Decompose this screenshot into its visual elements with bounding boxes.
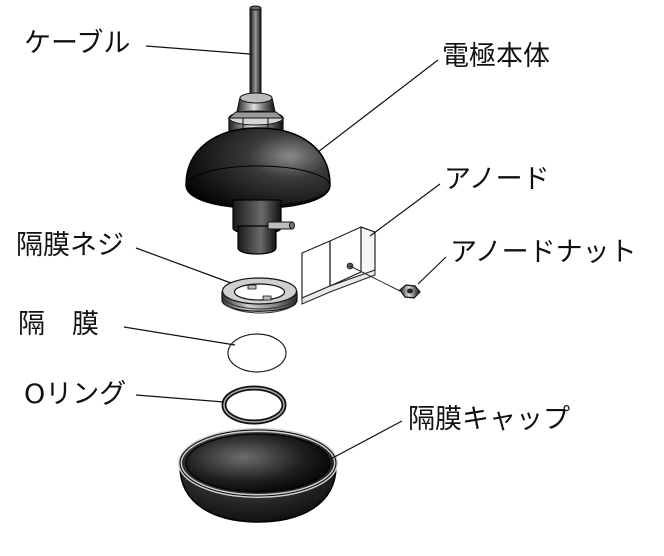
leader-diaphragm-screw	[135, 247, 232, 284]
leader-electrode-body	[317, 59, 439, 153]
o-ring-part	[221, 385, 287, 425]
label-anode-nut: アノードナット	[450, 237, 637, 268]
label-cable: ケーブル	[24, 28, 131, 59]
leader-cable	[145, 45, 251, 55]
label-electrode-body: 電極本体	[442, 41, 550, 72]
cable-gland-part	[227, 92, 285, 133]
anode-part	[301, 226, 405, 305]
leader-diaphragm-cap	[324, 420, 403, 463]
label-diaphragm-screw: 隔膜ネジ	[16, 230, 124, 261]
leader-lines	[123, 45, 447, 463]
leader-anode-nut	[417, 256, 447, 285]
diaphragm-cap-part	[178, 428, 338, 523]
anode-nut-part	[399, 284, 421, 299]
cable-part	[249, 5, 262, 104]
leader-diaphragm	[123, 326, 236, 346]
label-o-ring: Oリング	[24, 379, 127, 410]
diaphragm-part	[227, 333, 287, 373]
label-diaphragm: 隔 膜	[18, 309, 99, 340]
label-diaphragm-cap: 隔膜キャップ	[408, 404, 570, 435]
electrode-body-part	[185, 127, 331, 255]
label-anode: アノード	[444, 164, 550, 195]
diaphragm-screw-part	[221, 277, 298, 314]
leader-anode	[369, 183, 441, 237]
leader-o-ring	[135, 394, 225, 403]
